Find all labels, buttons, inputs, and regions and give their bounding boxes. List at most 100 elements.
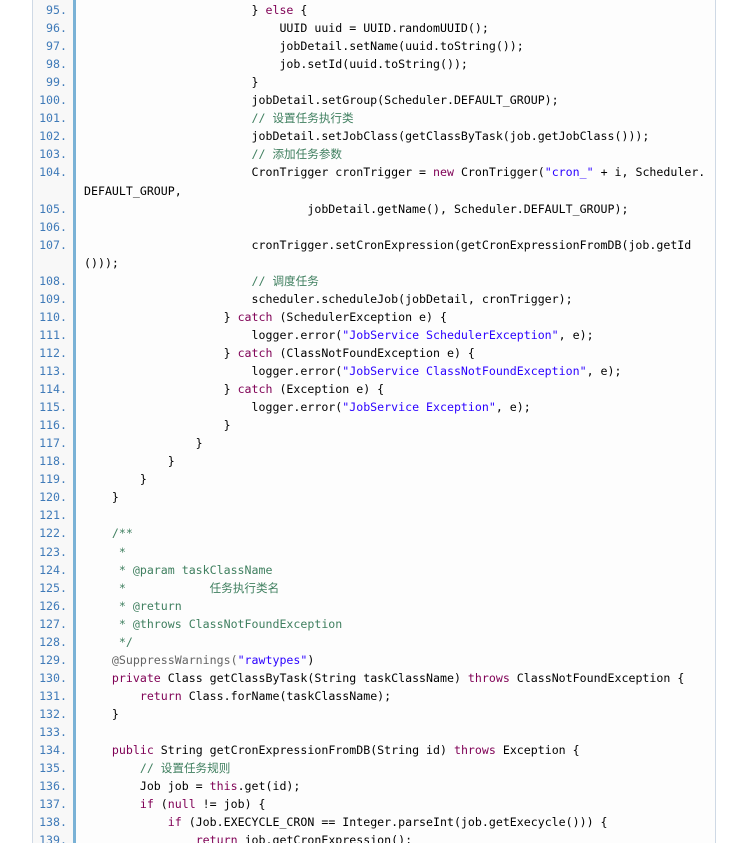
keyword-token: return [195,833,238,843]
code-token: (Exception e) { [272,382,385,397]
code-text: logger.error("JobService SchedulerExcept… [84,326,594,344]
code-line: 137. if (null != job) { [33,795,715,813]
code-token: Job job = [84,779,210,794]
code-token: (Job.EXECYCLE_CRON == Integer.parseInt(j… [181,815,608,830]
code-line: 101. // 设置任务执行类 [33,109,715,127]
code-line: 111. logger.error("JobService SchedulerE… [33,326,715,344]
code-line: 110. } catch (SchedulerException e) { [33,308,715,326]
line-number: 100. [39,93,67,108]
code-token: jobDetail.setJobClass(getClassByTask(job… [84,129,650,144]
comment-token: * @param taskClassName [84,562,273,577]
code-line: 131. return Class.forName(taskClassName)… [33,687,715,705]
code-token: Class.forName(taskClassName); [181,688,392,703]
line-number: 113. [39,364,67,378]
string-token: "rawtypes" [237,652,308,667]
line-number: 129. [39,652,67,667]
code-token: } [84,490,119,505]
line-number: 106. [39,219,67,234]
code-text: CronTrigger cronTrigger = new CronTrigge… [84,163,706,181]
keyword-token: else [265,3,294,17]
line-number: 95. [46,3,67,17]
code-text: * 任务执行类名 [84,579,279,597]
code-line: 113. logger.error("JobService ClassNotFo… [33,362,715,380]
code-token [84,689,140,703]
code-line: 136. Job job = this.get(id); [33,777,715,795]
keyword-token: if [167,815,182,830]
keyword-token: private [111,670,161,685]
code-line: 134. public String getCronExpressionFrom… [33,741,715,759]
code-line: 118. } [33,452,715,470]
line-number: 108. [39,273,67,288]
code-token: job.setId(uuid.toString()); [84,57,468,72]
code-token: jobDetail.setName(uuid.toString()); [84,39,524,54]
code-line: 117. } [33,434,715,452]
code-token [84,815,168,829]
comment-token: // 设置任务执行类 [84,111,354,126]
code-text: // 设置任务规则 [84,759,231,777]
code-line: 120. } [33,488,715,506]
code-line: 138. if (Job.EXECYCLE_CRON == Integer.pa… [33,813,715,831]
comment-token: * [84,544,126,559]
code-line: 123. * [33,543,715,561]
code-token: logger.error( [84,327,343,342]
code-text: logger.error("JobService Exception", e); [84,398,531,416]
code-token: job.getCronExpression(); [237,833,413,843]
code-line: 119. } [33,470,715,488]
code-viewer: 95. } else {96. UUID uuid = UUID.randomU… [32,0,716,843]
code-text: logger.error("JobService ClassNotFoundEx… [84,362,622,380]
code-token: logger.error( [84,364,343,378]
code-text: if (Job.EXECYCLE_CRON == Integer.parseIn… [84,813,608,831]
code-token: CronTrigger cronTrigger = [84,165,434,180]
line-number: 127. [39,616,67,631]
keyword-token: throws [467,670,510,685]
code-text: * @return [84,597,182,615]
code-line: 107. cronTrigger.setCronExpression(getCr… [33,236,715,254]
keyword-token: return [139,688,182,703]
code-line: 97. jobDetail.setName(uuid.toString()); [33,37,715,55]
code-line: ())); [33,254,715,272]
line-number: 109. [39,291,67,306]
annotation-token: @SuppressWarnings( [84,652,238,667]
code-line: 133. [33,723,715,741]
keyword-token: new [433,165,454,180]
code-token: scheduler.scheduleJob(jobDetail, cronTri… [84,291,573,306]
code-token [84,671,112,685]
code-text: } catch (SchedulerException e) { [84,308,447,326]
code-token: logger.error( [84,400,343,415]
line-number: 122. [39,526,67,541]
code-token: ) [307,652,315,667]
code-line: 122. /** [33,524,715,542]
line-number: 133. [39,725,67,739]
line-number: 131. [39,688,67,703]
comment-token: // 设置任务规则 [84,761,231,776]
line-number: 96. [46,21,67,36]
code-token: .get(id); [237,779,301,794]
line-number: 116. [39,418,67,433]
line-number: 112. [39,345,67,360]
code-text: Job job = this.get(id); [84,777,301,795]
code-line: 95. } else { [33,1,715,19]
code-text: } [84,488,119,506]
code-token: } [84,472,147,487]
code-line: 109. scheduler.scheduleJob(jobDetail, cr… [33,290,715,308]
code-line: 129. @SuppressWarnings("rawtypes") [33,651,715,669]
code-line: 103. // 添加任务参数 [33,145,715,163]
line-number: 130. [39,670,67,685]
code-token: } [84,309,238,324]
code-token: != job) { [195,797,266,812]
code-token: Class getClassByTask(String taskClassNam… [160,670,468,685]
code-text: scheduler.scheduleJob(jobDetail, cronTri… [84,290,573,308]
code-text: } [84,434,203,452]
line-number: 137. [39,797,67,812]
code-text: return Class.forName(taskClassName); [84,687,391,705]
gutter-divider [73,0,76,843]
code-text: * @throws ClassNotFoundException [84,615,342,633]
line-number: 123. [39,544,67,559]
code-token: } [84,436,203,451]
code-line: 126. * @return [33,597,715,615]
code-text: jobDetail.setName(uuid.toString()); [84,37,524,55]
comment-token: * @throws ClassNotFoundException [84,616,343,631]
keyword-token: catch [237,382,273,397]
code-line: 124. * @param taskClassName [33,561,715,579]
code-token: ( [153,797,168,812]
